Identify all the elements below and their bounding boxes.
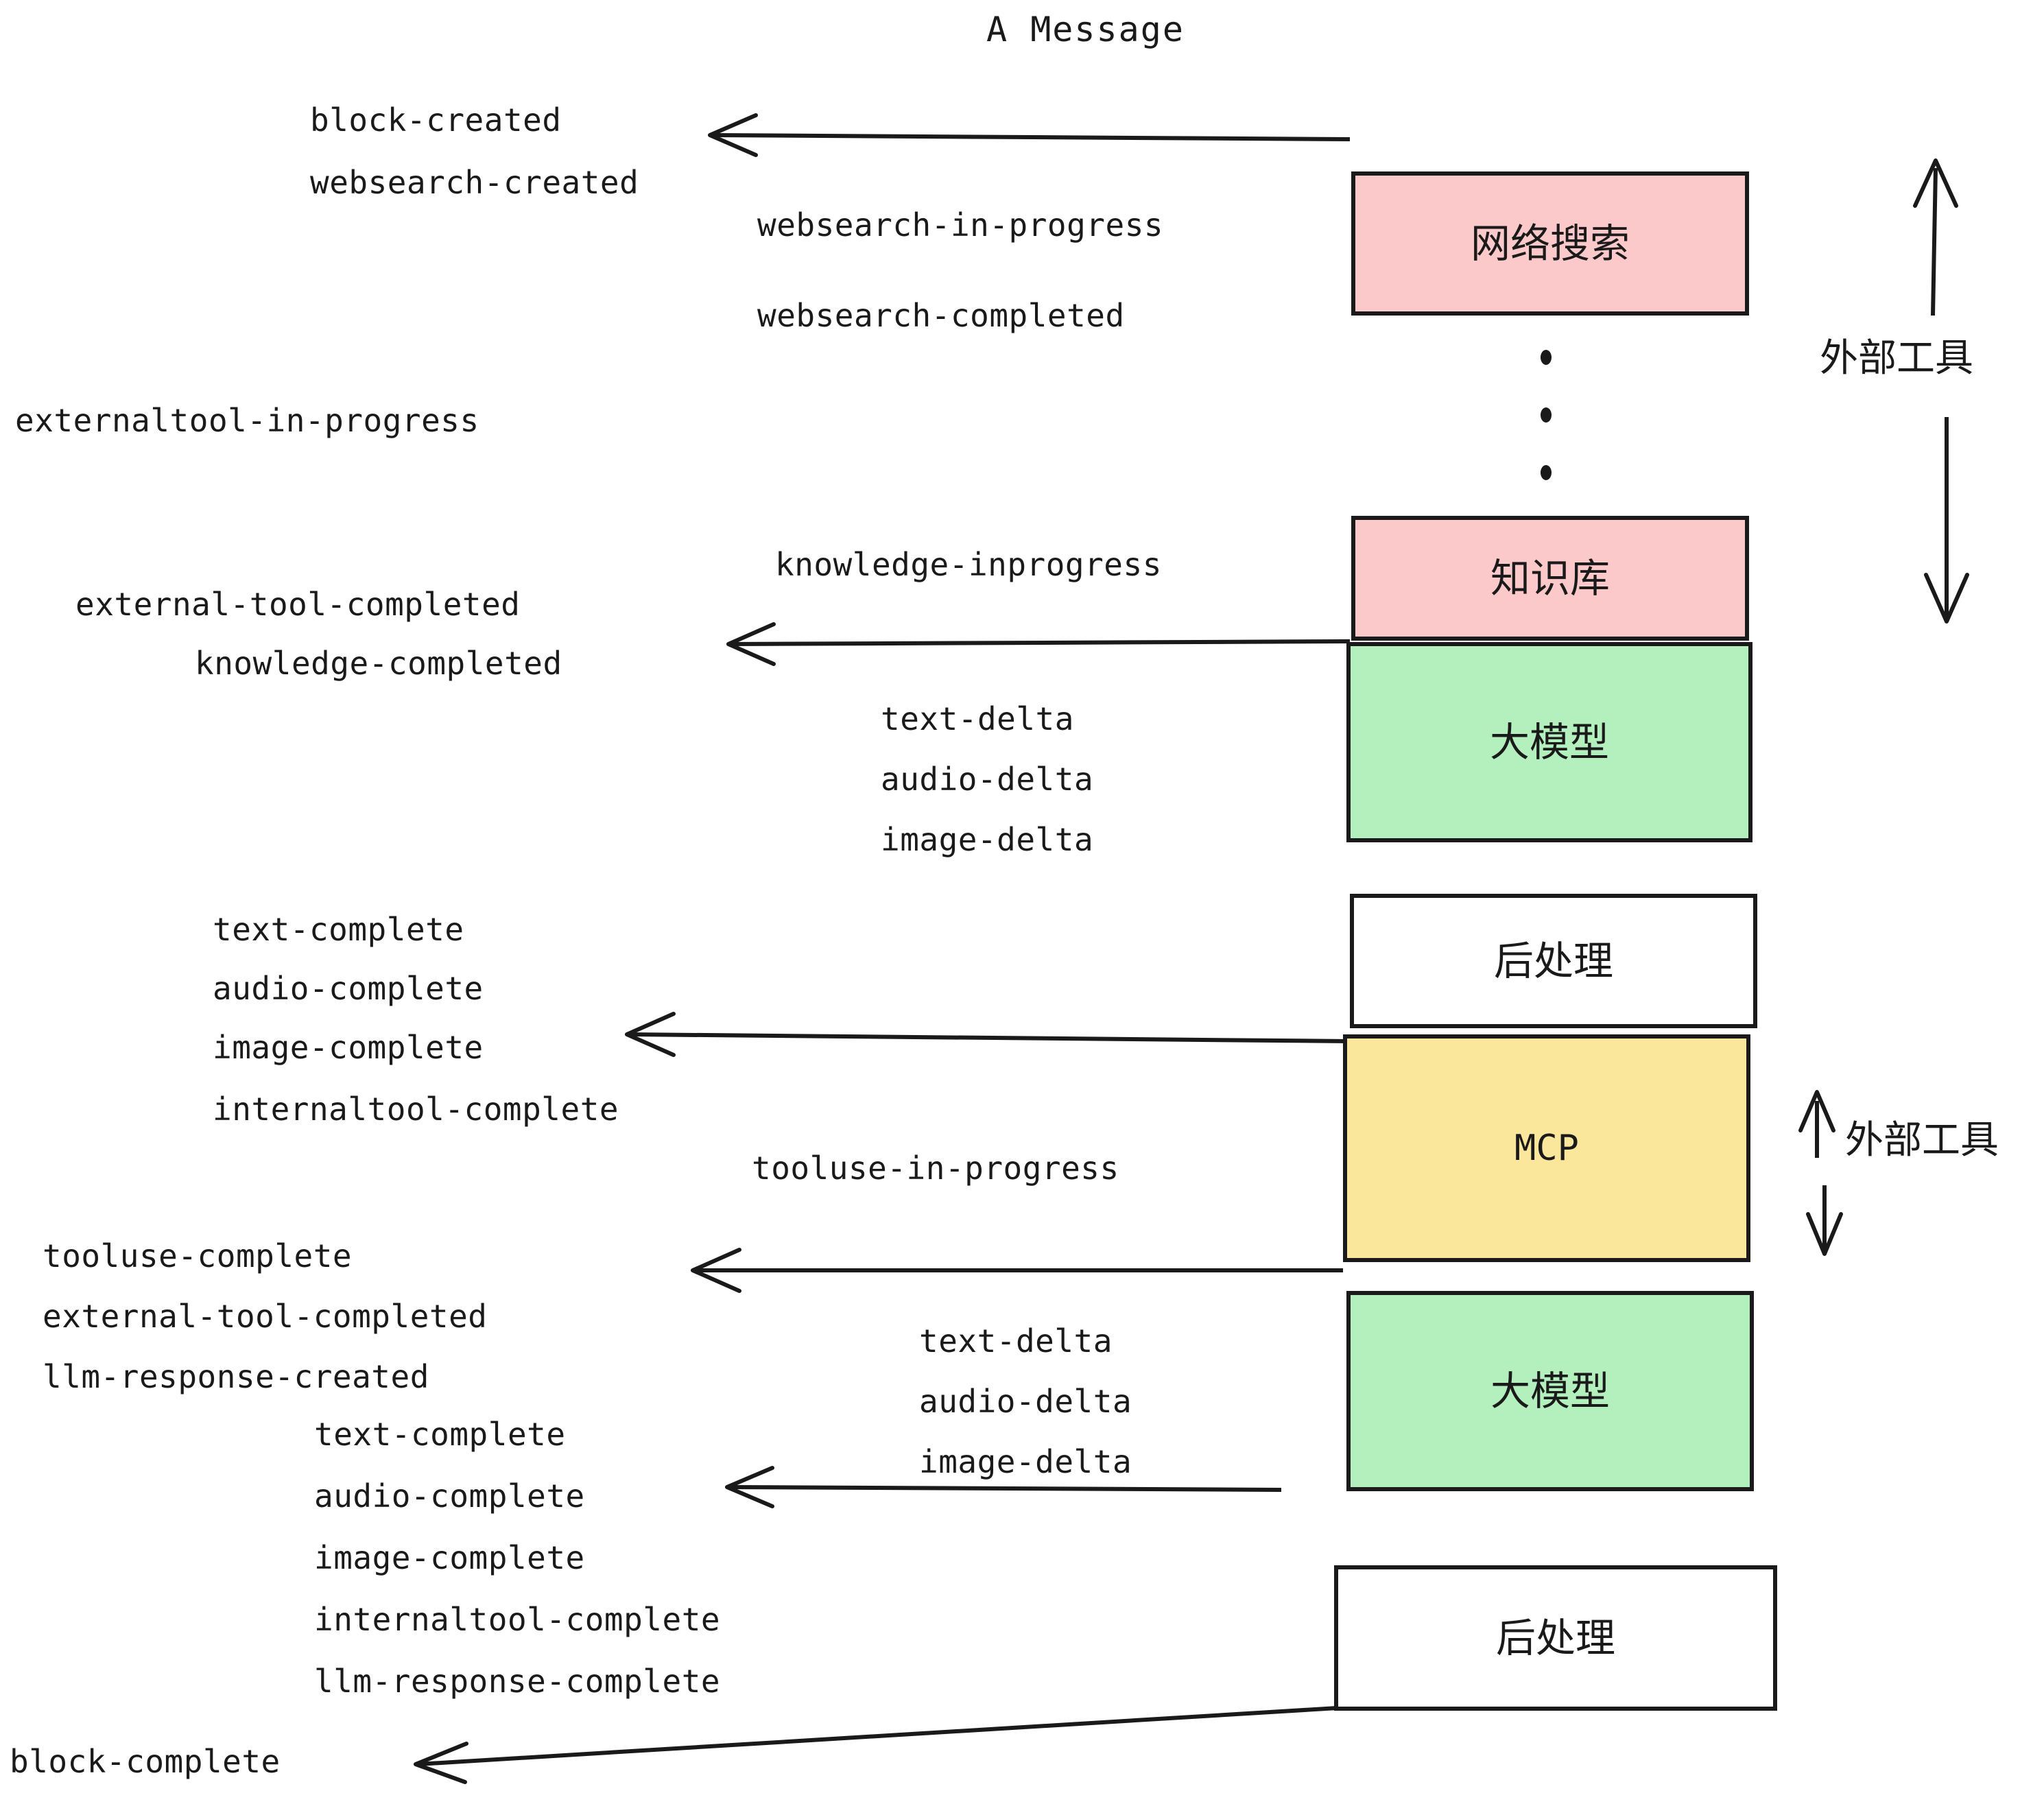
box-llm-2[interactable]: 大模型	[1346, 1291, 1754, 1491]
box-postprocess-2[interactable]: 后处理	[1334, 1565, 1777, 1711]
event-text-complete-1: text-complete	[213, 911, 464, 948]
ellipsis-dot	[1541, 350, 1552, 365]
annotation-external-tool-top: 外部工具	[1820, 336, 1973, 381]
arrow-postprocess1-to-events	[625, 1012, 1351, 1057]
event-external-tool-completed-1: external-tool-completed	[75, 586, 521, 623]
event-websearch-in-progress: websearch-in-progress	[757, 206, 1164, 244]
box-websearch[interactable]: 网络搜索	[1351, 171, 1749, 316]
event-internaltool-complete-1: internaltool-complete	[213, 1091, 619, 1128]
page-title: A Message	[986, 10, 1185, 49]
event-image-complete-2: image-complete	[314, 1539, 585, 1576]
event-image-delta-2: image-delta	[919, 1443, 1132, 1480]
event-text-complete-2: text-complete	[314, 1416, 566, 1453]
event-websearch-completed: websearch-completed	[757, 297, 1125, 334]
box-postprocess-2-label: 后处理	[1495, 1615, 1615, 1661]
box-postprocess-1-label: 后处理	[1493, 938, 1613, 984]
event-llm-response-created: llm-response-created	[43, 1358, 429, 1395]
ellipsis-vertical	[1539, 350, 1553, 480]
event-audio-delta-1: audio-delta	[881, 761, 1094, 798]
event-block-created: block-created	[310, 102, 562, 139]
box-llm-1-label: 大模型	[1489, 719, 1609, 765]
annotation-external-tool-bottom: 外部工具	[1845, 1118, 1999, 1163]
box-knowledge[interactable]: 知识库	[1351, 516, 1749, 641]
event-audio-complete-2: audio-complete	[314, 1477, 585, 1515]
event-external-tool-completed-2: external-tool-completed	[43, 1298, 488, 1335]
double-arrow-external-tool-top	[1913, 158, 1969, 624]
event-image-delta-1: image-delta	[881, 821, 1094, 858]
double-arrow-external-tool-bottom	[1798, 1090, 1843, 1256]
event-internaltool-complete-2: internaltool-complete	[314, 1601, 721, 1638]
box-llm-1[interactable]: 大模型	[1346, 642, 1752, 842]
box-websearch-label: 网络搜索	[1470, 220, 1630, 267]
box-llm-2-label: 大模型	[1490, 1368, 1610, 1414]
event-audio-delta-2: audio-delta	[919, 1383, 1132, 1420]
event-tooluse-complete: tooluse-complete	[43, 1237, 353, 1274]
event-text-delta-2: text-delta	[919, 1322, 1113, 1360]
event-audio-complete-1: audio-complete	[213, 970, 484, 1007]
event-websearch-created: websearch-created	[310, 164, 639, 201]
event-llm-response-complete: llm-response-complete	[314, 1663, 721, 1700]
box-postprocess-1[interactable]: 后处理	[1350, 894, 1757, 1028]
event-block-complete: block-complete	[10, 1743, 281, 1780]
event-tooluse-in-progress: tooluse-in-progress	[752, 1150, 1119, 1187]
box-mcp-label: MCP	[1514, 1128, 1579, 1169]
event-image-complete-1: image-complete	[213, 1029, 484, 1066]
arrow-websearch-to-events	[708, 113, 1351, 157]
event-text-delta-1: text-delta	[881, 700, 1074, 737]
ellipsis-dot	[1541, 465, 1552, 480]
arrow-knowledge-to-events	[726, 622, 1351, 666]
arrow-mcp-to-events	[691, 1248, 1343, 1293]
event-externaltool-in-progress: externaltool-in-progress	[15, 402, 479, 439]
event-knowledge-inprogress: knowledge-inprogress	[775, 546, 1162, 583]
arrow-postprocess2-to-block-complete	[414, 1706, 1338, 1784]
event-knowledge-completed: knowledge-completed	[195, 645, 562, 682]
box-knowledge-label: 知识库	[1490, 555, 1610, 602]
box-mcp[interactable]: MCP	[1343, 1034, 1750, 1262]
ellipsis-dot	[1541, 407, 1552, 423]
